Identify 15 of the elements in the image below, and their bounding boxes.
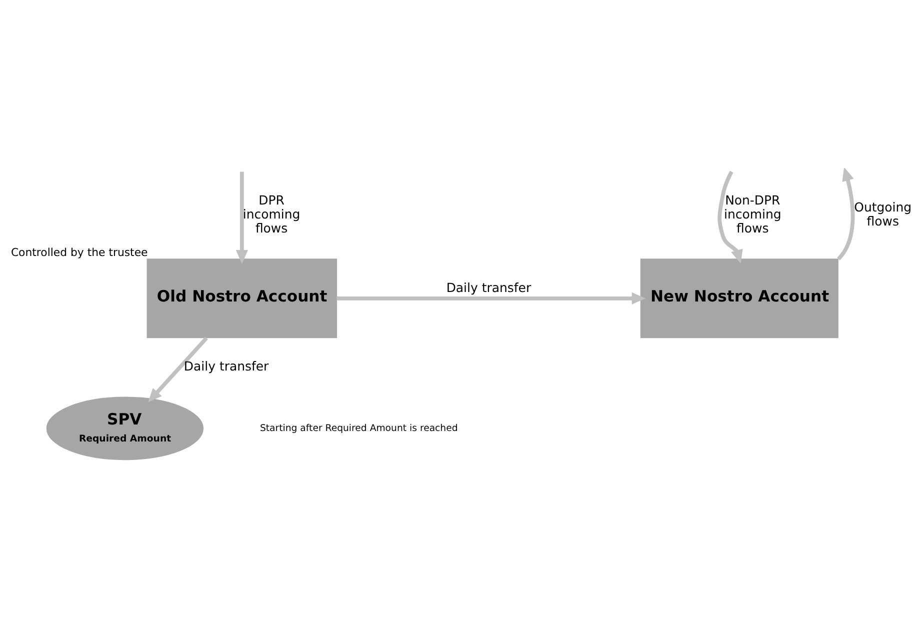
arrow xyxy=(336,292,646,304)
arrow xyxy=(718,170,743,264)
node-box: New Nostro Account xyxy=(640,258,838,338)
edge-label: DPR incoming flows xyxy=(242,192,300,236)
node-box: Old Nostro Account xyxy=(146,258,338,338)
edge-label: Daily transfer xyxy=(446,280,532,295)
node-ellipse: SPV Required Amount xyxy=(46,396,204,460)
arrow xyxy=(836,168,855,260)
edge-label: Daily transfer xyxy=(184,358,269,374)
arrow xyxy=(148,336,208,402)
arrow xyxy=(236,172,248,264)
node-label: Controlled by the trustee xyxy=(10,246,148,260)
label: Starting after Required Amount is reached xyxy=(260,422,458,434)
edge-label: Outgoing flows xyxy=(854,199,912,228)
edge-label: Non-DPR incoming flows xyxy=(724,192,782,236)
